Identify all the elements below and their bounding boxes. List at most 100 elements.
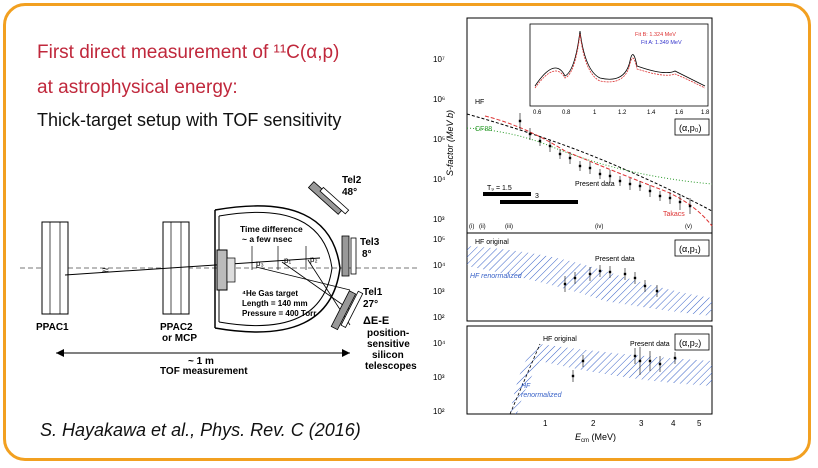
data-point — [638, 184, 642, 188]
inset-xtick-3: 1.2 — [618, 110, 627, 116]
distance-label: ~ 1 m — [188, 356, 214, 367]
p0-region-ii: (ii) — [479, 224, 486, 230]
p2-ytick-2: 10² — [433, 407, 445, 416]
data-point — [668, 196, 672, 200]
p0-ytick-7: 10⁷ — [433, 55, 445, 64]
mcp-label: or MCP — [162, 333, 197, 344]
p2-label: p₂ — [310, 255, 318, 264]
p0-reaction-label: (α,p₀) — [679, 123, 701, 133]
p2-ytick-4: 10⁴ — [433, 339, 446, 348]
few-nsec-label: ~ a few nsec — [242, 234, 293, 244]
p1-ytick-2: 10² — [433, 313, 445, 322]
data-point — [588, 166, 592, 170]
data-point — [573, 276, 577, 280]
s-factor-plots: 10⁷ 10⁶ 10⁵ 10⁴ 10³ Fit B: 1.324 MeV Fit… — [433, 17, 713, 444]
inset-xtick-4: 1.4 — [647, 110, 656, 116]
data-point — [578, 164, 582, 168]
data-point — [673, 356, 677, 360]
p1-present-label: Present data — [595, 256, 635, 263]
data-point — [648, 189, 652, 193]
p1-ytick-5: 10⁵ — [433, 235, 445, 244]
data-point — [608, 174, 612, 178]
p1-hf-renorm-label: HF renormalized — [470, 273, 523, 280]
data-point — [633, 354, 637, 358]
p2-hf-renorm-label2: renormalized — [521, 392, 563, 399]
data-point — [678, 200, 682, 204]
dee-label2: position- — [367, 328, 409, 339]
p0-present-label: Present data — [575, 181, 615, 188]
xtick-2: 2 — [591, 419, 596, 428]
p3-label: p₃ — [256, 259, 264, 268]
p1-reaction-label: (α,p₁) — [679, 244, 701, 254]
tel2-label: Tel2 — [342, 175, 362, 186]
data-point — [568, 156, 572, 160]
data-point — [648, 359, 652, 363]
p0-cf88-label: CF88 — [475, 126, 492, 133]
target-label2: Length = 140 mm — [242, 299, 308, 308]
data-point — [518, 119, 522, 123]
tel1-telescope — [330, 290, 364, 331]
p2-present-label: Present data — [630, 341, 670, 348]
tel3-label: Tel3 — [360, 237, 380, 248]
slide-subtitle: Thick-target setup with TOF sensitivity — [37, 110, 342, 130]
tel2-angle: 48° — [342, 187, 357, 198]
p0-takacs-label: Takacs — [663, 211, 685, 218]
data-point — [608, 270, 612, 274]
data-point — [563, 282, 567, 286]
dee-label3: sensitive — [367, 339, 410, 350]
p0-ytick-6: 10⁶ — [433, 95, 445, 104]
p1-label: p₁ — [284, 256, 291, 265]
data-point — [528, 132, 532, 136]
setup-diagram: PPAC1 ≈ PPAC2 or MCP Time difference ~ a… — [20, 175, 420, 377]
tel1-label: Tel1 — [363, 287, 383, 298]
p0-ytick-5: 10⁵ — [433, 135, 445, 144]
p2-reaction-label: (α,p₂) — [679, 338, 701, 348]
xtick-5: 5 — [697, 419, 702, 428]
break-mark: ≈ — [102, 263, 109, 277]
data-point — [638, 359, 642, 363]
p0-region-iii: (iii) — [505, 224, 513, 230]
data-point — [655, 289, 659, 293]
time-difference-label: Time difference — [240, 224, 303, 234]
dee-label1: ΔE-E — [363, 315, 389, 327]
inset-xtick-2: 1 — [593, 110, 597, 116]
p0-ytick-4: 10⁴ — [433, 175, 446, 184]
tel3-angle: 8° — [362, 249, 372, 260]
tel3-telescope — [341, 235, 357, 277]
p0-t9-label: T₉ = 1.5 — [487, 185, 512, 192]
data-point — [548, 144, 552, 148]
ppac1-label: PPAC1 — [36, 322, 69, 333]
tel2-telescope — [307, 181, 350, 215]
data-point — [581, 359, 585, 363]
xtick-3: 3 — [639, 419, 644, 428]
data-point — [628, 182, 632, 186]
slide-title-line2: at astrophysical energy: — [37, 77, 238, 98]
inset-xtick-5: 1.6 — [675, 110, 684, 116]
xtick-4: 4 — [671, 419, 676, 428]
p0-region-i: (i) — [469, 224, 474, 230]
data-point — [588, 272, 592, 276]
y-axis-label: S-factor (MeV b) — [445, 110, 455, 176]
p0-region-v: (v) — [685, 224, 692, 230]
p0-three-label: 3 — [535, 193, 539, 200]
p0-hf-label: HF — [475, 99, 484, 106]
p1-ytick-3: 10³ — [433, 287, 445, 296]
inset-fita-label: Fit A: 1.349 MeV — [641, 40, 682, 46]
data-point — [538, 139, 542, 143]
p2-hf-original-label: HF original — [543, 336, 577, 343]
p0-inset — [529, 23, 709, 107]
p0-ytick-3: 10³ — [433, 215, 445, 224]
data-point — [688, 204, 692, 208]
p1-ytick-4: 10⁴ — [433, 261, 446, 270]
data-point — [598, 172, 602, 176]
data-point — [623, 272, 627, 276]
ppac1-detector — [41, 221, 69, 315]
ppac2-label: PPAC2 — [160, 322, 193, 333]
dee-label4: silicon — [372, 350, 404, 361]
data-point — [633, 276, 637, 280]
p2-ytick-3: 10³ — [433, 373, 445, 382]
dee-label5: telescopes — [365, 361, 417, 372]
inset-xtick-6: 1.8 — [701, 110, 710, 116]
inset-xtick-0: 0.6 — [533, 110, 542, 116]
x-axis-label: Ecm (MeV) — [575, 432, 616, 444]
